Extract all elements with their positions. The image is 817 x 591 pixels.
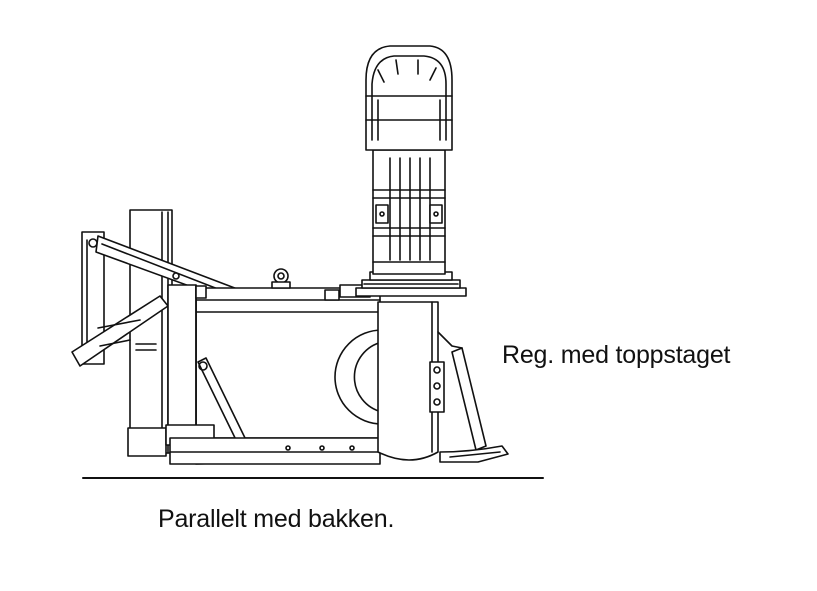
rear-mast <box>127 209 173 457</box>
front-skid-arm <box>437 331 509 463</box>
discharge-chute <box>372 149 446 275</box>
top-link-adjust-label: Reg. med toppstaget <box>502 341 731 369</box>
hinge-bracket <box>135 285 207 351</box>
base-rail <box>169 437 381 465</box>
fan-drum <box>334 329 383 425</box>
ground-parallel-label: Parallelt med bakken. <box>158 505 395 533</box>
chute-hood <box>365 45 453 151</box>
fan-housing <box>377 301 445 461</box>
swivel-ring <box>355 271 467 297</box>
